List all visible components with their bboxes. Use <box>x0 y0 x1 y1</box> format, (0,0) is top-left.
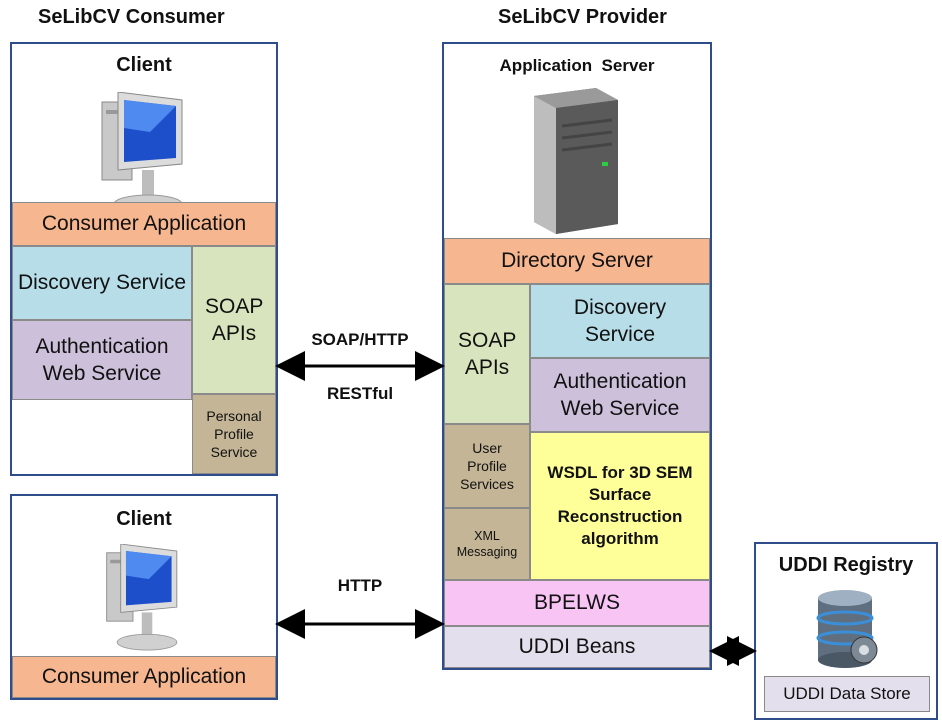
http-label: HTTP <box>337 576 383 595</box>
soap-apis-box: SOAP APIs <box>192 246 276 394</box>
provider-heading: SeLibCV Provider <box>498 6 667 28</box>
client-2-title: Client <box>116 508 172 530</box>
consumer-heading: SeLibCV Consumer <box>38 6 225 28</box>
database-icon <box>816 590 878 668</box>
consumer-application-box: Consumer Application <box>12 202 276 246</box>
uddi-data-store-box: UDDI Data Store <box>764 676 930 712</box>
uddi-registry-frame: UDDI Registry UDDI Data Store <box>754 542 938 720</box>
discovery-service-box: Discovery Service <box>530 284 710 358</box>
personal-profile-box: Personal Profile Service <box>192 394 276 474</box>
client-1-frame: Client Consumer Application Discovery Se… <box>10 42 278 476</box>
authentication-service-box: Authentication Web Service <box>12 320 192 400</box>
wsdl-box: WSDL for 3D SEM Surface Reconstruction a… <box>530 432 710 580</box>
computer-icon <box>106 544 178 651</box>
soap-http-label: SOAP/HTTP <box>311 330 409 349</box>
uddi-registry-title: UDDI Registry <box>778 554 914 576</box>
xml-messaging-box: XML Messaging <box>444 508 530 580</box>
user-profile-services-box: User Profile Services <box>444 424 530 508</box>
provider-frame: Application Server Directory Server SOAP… <box>442 42 712 670</box>
discovery-service-box: Discovery Service <box>12 246 192 320</box>
application-server-title: Application Server <box>499 56 655 75</box>
client-1-title: Client <box>116 54 172 76</box>
client-2-frame: Client Consumer Application <box>10 494 278 700</box>
authentication-service-box: Authentication Web Service <box>530 358 710 432</box>
consumer-application-box: Consumer Application <box>12 656 276 698</box>
restful-label: RESTful <box>326 384 394 403</box>
server-tower-icon <box>534 88 618 234</box>
uddi-beans-box: UDDI Beans <box>444 626 710 668</box>
directory-server-box: Directory Server <box>444 238 710 284</box>
soap-apis-box: SOAP APIs <box>444 284 530 424</box>
bpelws-box: BPELWS <box>444 580 710 626</box>
